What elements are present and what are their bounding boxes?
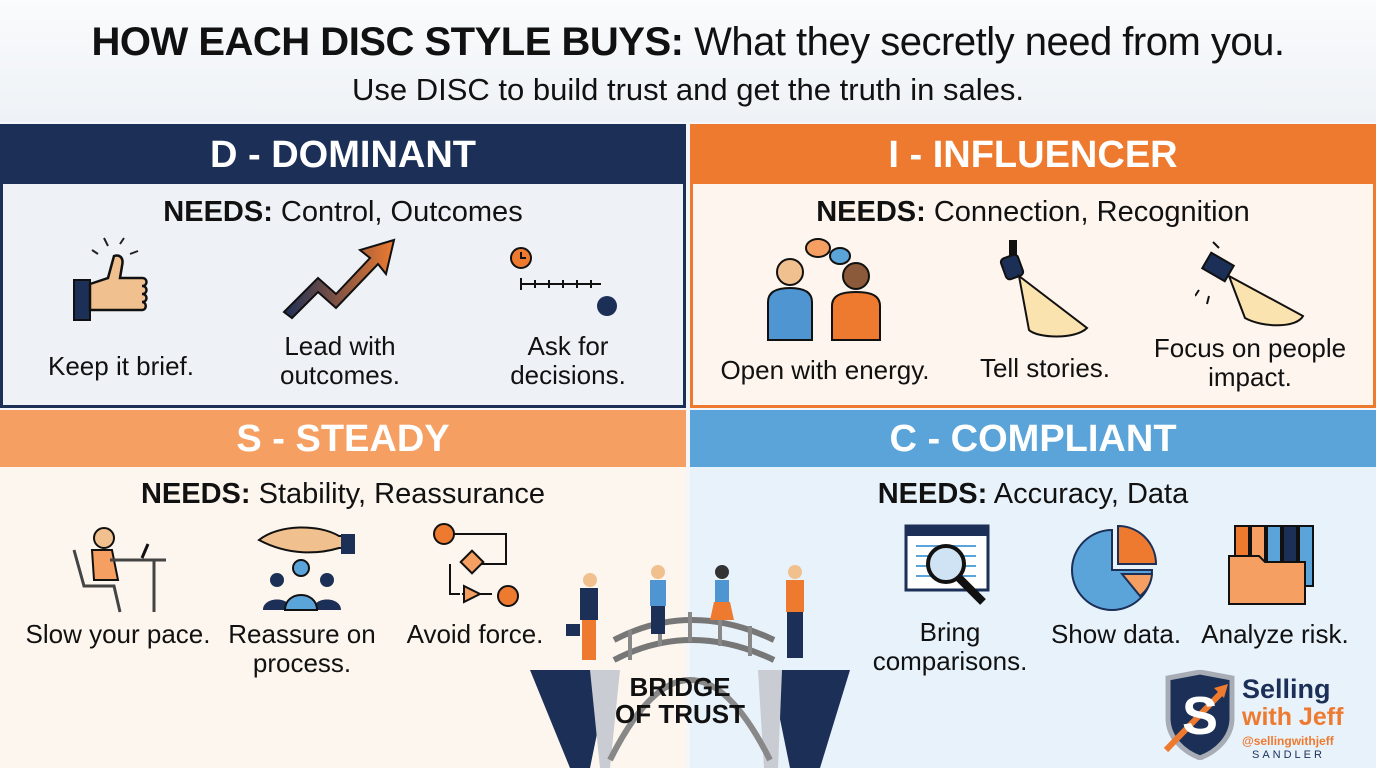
process-flow-icon bbox=[433, 523, 519, 607]
tip-item: Focus on people impact. bbox=[1153, 333, 1347, 392]
tip-item: Analyze risk. bbox=[1201, 619, 1349, 649]
header: HOW EACH DISC STYLE BUYS: What they secr… bbox=[0, 0, 1376, 122]
quadrant-steady: S - STEADY NEEDS: Stability, Reassurance… bbox=[0, 410, 686, 768]
quadrant-influencer: I - INFLUENCER NEEDS: Connection, Recogn… bbox=[690, 124, 1376, 408]
needs-text: NEEDS: Connection, Recognition bbox=[816, 196, 1250, 228]
tip-item: Show data. bbox=[1050, 619, 1182, 649]
tip-item: Keep it brief. bbox=[48, 351, 194, 381]
page-title: HOW EACH DISC STYLE BUYS: What they secr… bbox=[91, 20, 1285, 64]
spotlight-people-icon bbox=[1195, 241, 1305, 327]
tip-item: Open with energy. bbox=[720, 355, 930, 385]
tip-item: Bring comparisons. bbox=[872, 617, 1028, 676]
selling-with-jeff-logo: S Selling with Jeff @sellingwithjeff SAN… bbox=[1162, 670, 1372, 766]
tip-item: Ask for decisions. bbox=[510, 331, 626, 390]
needs-text: NEEDS: Stability, Reassurance bbox=[140, 478, 545, 510]
binders-folder-icon bbox=[1228, 525, 1314, 605]
thumbs-up-icon bbox=[73, 237, 148, 321]
tip-item: Lead with outcomes. bbox=[280, 331, 400, 390]
people-talking-icon bbox=[767, 238, 881, 341]
quadrant-title: I - INFLUENCER bbox=[690, 124, 1376, 184]
quadrant-title: S - STEADY bbox=[0, 410, 686, 467]
timeline-decision-icon bbox=[510, 247, 617, 316]
person-at-desk-icon bbox=[72, 527, 166, 613]
trending-up-arrow-icon bbox=[282, 238, 396, 320]
spotlight-icon bbox=[999, 240, 1089, 338]
tip-item: Tell stories. bbox=[979, 353, 1111, 383]
people-figures-icon bbox=[566, 565, 804, 660]
tip-item: Avoid force. bbox=[406, 619, 544, 649]
magnified-spreadsheet-icon bbox=[904, 524, 990, 605]
shield-logo-icon: S bbox=[1163, 670, 1235, 760]
quadrant-title: C - COMPLIANT bbox=[690, 410, 1376, 467]
page-subtitle: Use DISC to build trust and get the trut… bbox=[351, 72, 1024, 107]
needs-text: NEEDS: Accuracy, Data bbox=[877, 478, 1189, 510]
needs-text: NEEDS: Control, Outcomes bbox=[163, 196, 523, 228]
quadrant-title: D - DOMINANT bbox=[0, 124, 686, 184]
tip-item: Reassure on process. bbox=[228, 619, 376, 678]
svg-text:S: S bbox=[1182, 686, 1218, 746]
reassuring-hand-group-icon bbox=[257, 526, 355, 611]
quadrant-compliant: C - COMPLIANT NEEDS: Accuracy, Data Brin… bbox=[690, 410, 1376, 768]
quadrant-dominant: D - DOMINANT NEEDS: Control, Outcomes Ke… bbox=[0, 124, 686, 408]
tip-item: Slow your pace. bbox=[25, 619, 211, 649]
pie-chart-icon bbox=[1071, 524, 1158, 611]
bridge-of-trust-illustration bbox=[530, 565, 850, 768]
